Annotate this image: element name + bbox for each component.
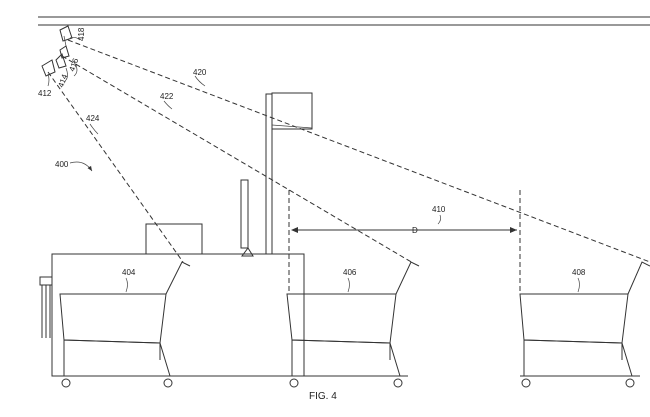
- cart-far: [519, 261, 650, 388]
- leader-lines: [47, 36, 580, 293]
- label-422: 422: [160, 92, 174, 101]
- beam-mid: [61, 55, 414, 264]
- cart-near: [59, 261, 191, 388]
- distance-symbol: D: [412, 226, 418, 235]
- system-arrow: [69, 161, 93, 172]
- label-424: 424: [86, 114, 100, 123]
- sensor-cluster: [41, 25, 73, 77]
- label-420: 420: [193, 68, 207, 77]
- label-418: 418: [77, 27, 86, 41]
- figure-caption: FIG. 4: [309, 391, 337, 402]
- label-406: 406: [343, 268, 357, 277]
- label-404: 404: [122, 268, 136, 277]
- beam-near: [47, 71, 184, 263]
- label-410: 410: [432, 205, 446, 214]
- ceiling: [38, 16, 650, 26]
- cart-mid: [286, 261, 420, 388]
- distance-indicator: [288, 190, 521, 292]
- label-408: 408: [572, 268, 586, 277]
- label-400: 400: [55, 160, 69, 169]
- label-412: 412: [38, 89, 52, 98]
- label-414: 414: [56, 73, 69, 89]
- beam-far: [67, 39, 650, 263]
- display-pole: [240, 92, 313, 257]
- checkout-counter: [39, 223, 305, 377]
- label-416: 416: [67, 57, 80, 73]
